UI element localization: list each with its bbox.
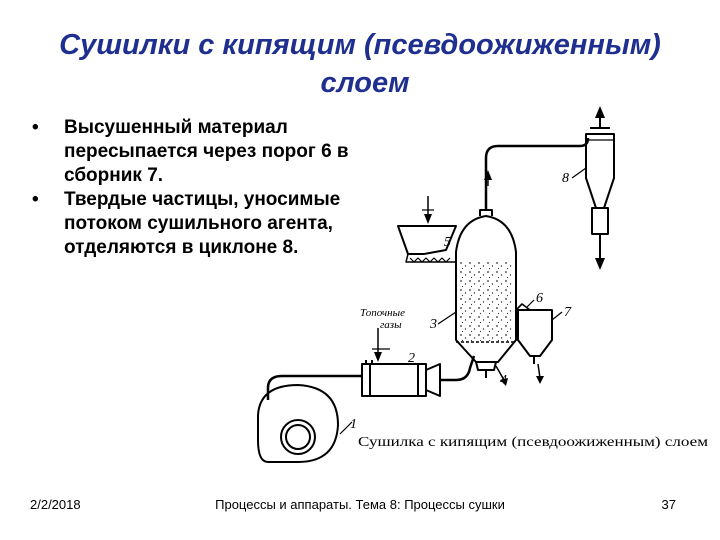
label-5: 5 <box>444 235 451 250</box>
slide-title: Сушилки с кипящим (псевдоожиженным) слое… <box>0 26 720 102</box>
slide-title-line-2: слоем <box>320 67 410 99</box>
label-2: 2 <box>408 351 415 366</box>
collector-outlet-arrow <box>537 363 541 379</box>
label-8: 8 <box>562 171 569 186</box>
label-4: 4 <box>500 373 507 388</box>
bullet-item: Высушенный материал пересыпается через п… <box>30 116 350 188</box>
gas-heater <box>361 360 441 397</box>
slide-title-line-1: Сушилки с кипящим (псевдоожиженным) <box>59 29 661 61</box>
feeder-hopper <box>397 225 457 263</box>
diagram-caption: Сушилка с кипящим (псевдоожиженным) слое… <box>358 434 709 449</box>
cyclone-dust-arrow <box>595 258 605 270</box>
product-collector <box>517 309 553 364</box>
label-7: 7 <box>564 305 572 320</box>
fluidized-bed-dryer <box>455 209 517 378</box>
fan-blower <box>257 384 339 463</box>
bullet-list: Высушенный материал пересыпается через п… <box>30 116 350 260</box>
gases-label-line-1: Топочные <box>360 307 405 319</box>
dryer-to-cyclone-pipe <box>484 137 590 210</box>
heater-outlet-pipe <box>440 355 476 382</box>
overflow-threshold <box>515 303 531 311</box>
dryer-bottom-arrow <box>495 365 505 381</box>
label-1: 1 <box>350 417 357 432</box>
bullet-item: Твердые частицы, уносимые потоком сушиль… <box>30 188 350 260</box>
footer-title: Процессы и аппараты. Тема 8: Процессы су… <box>215 497 505 512</box>
footer-date: 2/2/2018 <box>30 497 81 512</box>
cyclone-separator <box>585 112 615 262</box>
dryer-diagram: 1 2 3 4 5 6 7 8 Топочные газы Сушилка с … <box>257 106 709 463</box>
slide-number: 37 <box>661 497 676 512</box>
label-6: 6 <box>536 291 543 306</box>
cyclone-exhaust-arrow <box>595 106 605 118</box>
label-3: 3 <box>429 317 437 332</box>
gases-label-line-2: газы <box>380 319 402 331</box>
fan-outlet-pipe <box>266 374 362 400</box>
